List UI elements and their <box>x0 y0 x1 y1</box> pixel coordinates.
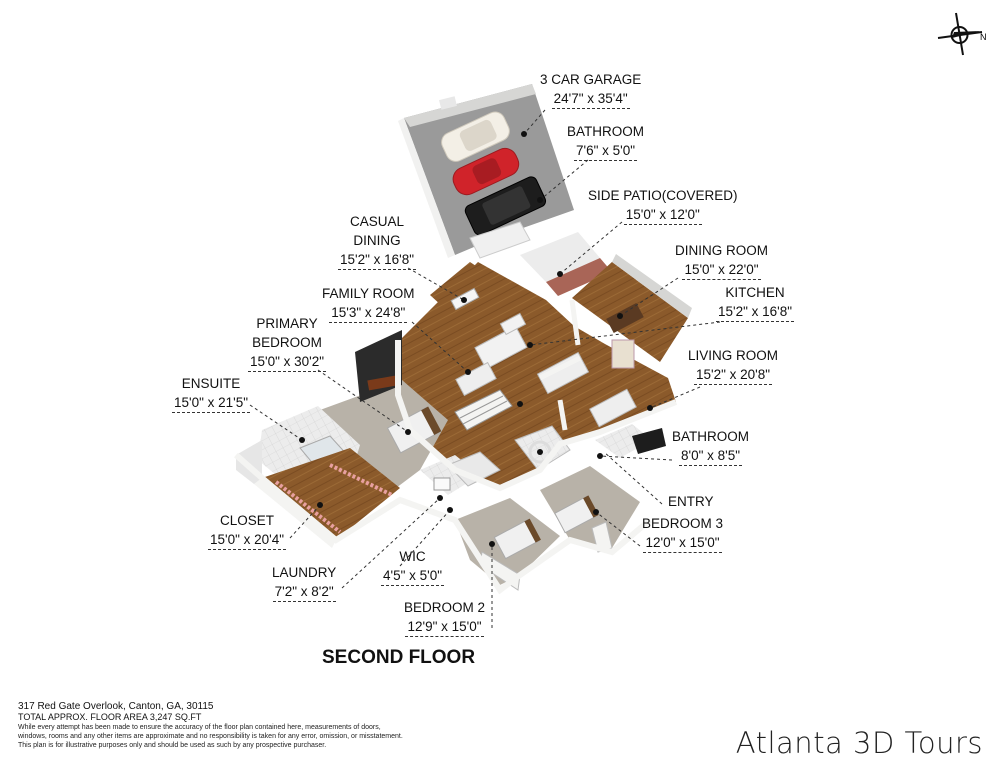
wic-area <box>447 451 501 487</box>
black-suv <box>464 176 547 236</box>
white-car <box>441 111 510 162</box>
red-car <box>452 147 520 196</box>
main-wood-floor <box>398 262 676 488</box>
compass-north-label: N <box>980 32 987 42</box>
total-floor-area: TOTAL APPROX. FLOOR AREA 3,247 SQ.FT <box>18 712 202 722</box>
floor-title: SECOND FLOOR <box>322 647 476 668</box>
property-address: 317 Red Gate Overlook, Canton, GA, 30115 <box>18 701 214 712</box>
leader-lines <box>249 109 721 628</box>
garage-area <box>398 84 574 258</box>
dining-room-area <box>572 254 692 369</box>
brand-logo-text: Atlanta 3D Tours <box>735 726 983 760</box>
label-entry: ENTRY <box>668 494 714 509</box>
label-side-patio: SIDE PATIO(COVERED)15'0" x 12'0" <box>588 186 738 225</box>
side-patio-area <box>469 221 612 296</box>
bathroom2-area <box>514 425 571 471</box>
disclaimer-line-1: While every attempt has been made to ens… <box>18 724 381 731</box>
room-marker-dots <box>299 131 653 547</box>
staircase <box>454 389 513 431</box>
bedroom3-area <box>540 466 640 553</box>
bedroom2-bed <box>493 518 541 560</box>
disclaimer-line-3: This plan is for illustrative purposes o… <box>18 742 327 749</box>
compass-icon: N <box>937 12 987 56</box>
disclaimer-line-2: windows, rooms and any other items are a… <box>18 733 403 740</box>
entry-area <box>595 424 666 458</box>
